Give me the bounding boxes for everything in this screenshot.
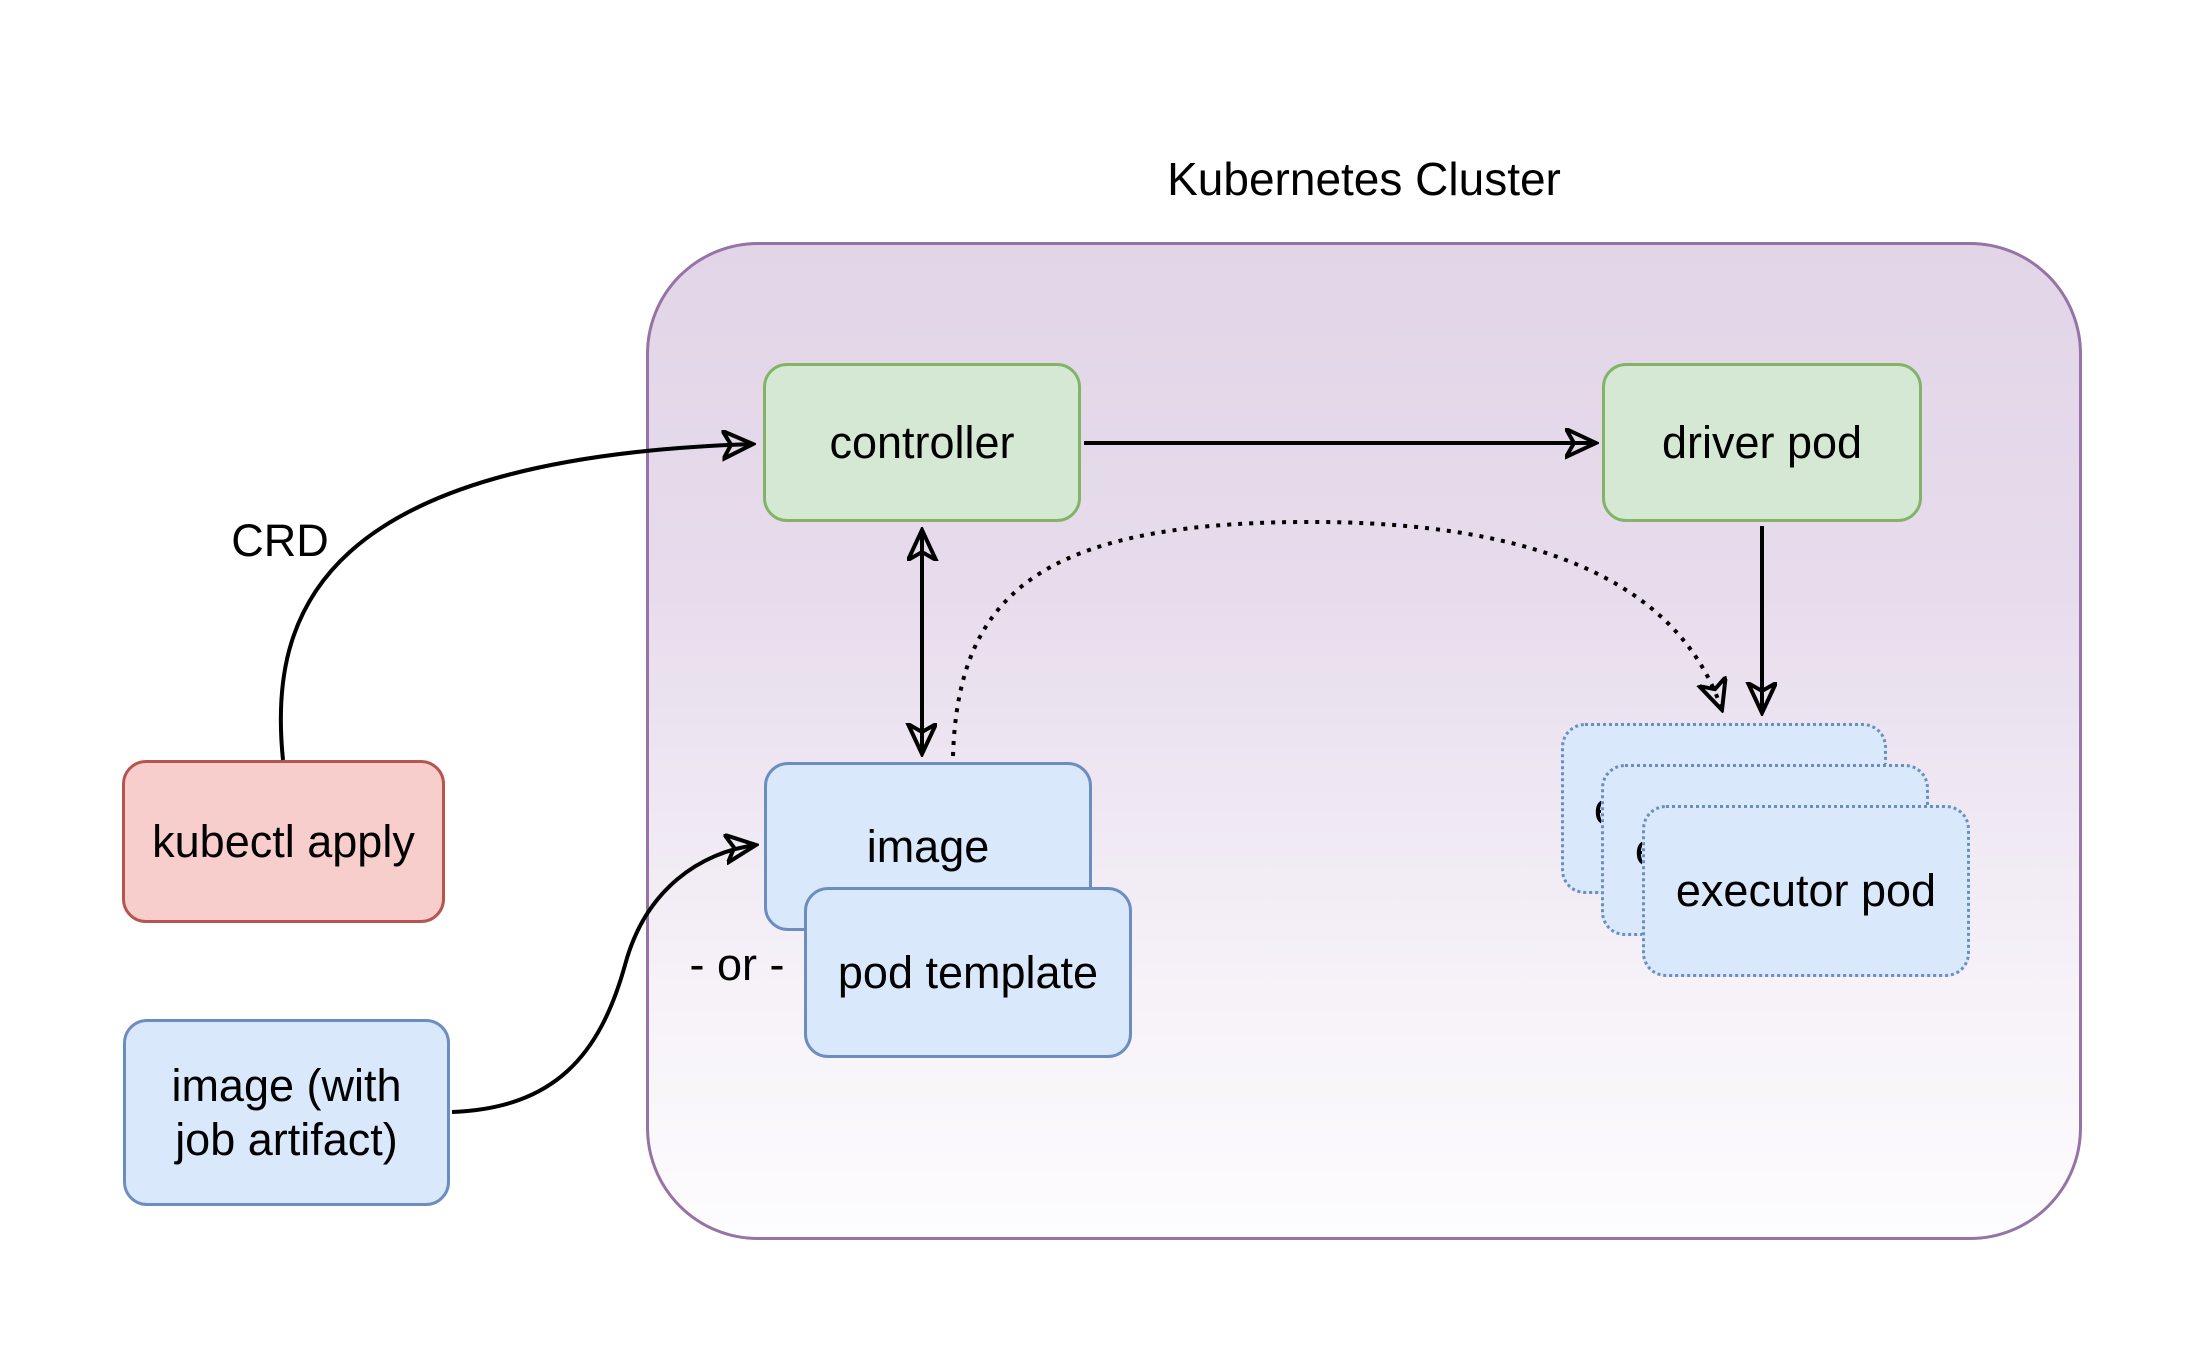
pod-template-node: pod template bbox=[804, 887, 1132, 1058]
controller-node: controller bbox=[763, 363, 1081, 522]
crd-label: CRD bbox=[231, 515, 329, 566]
image-with-job-artifact-node: image (with job artifact) bbox=[123, 1019, 450, 1206]
executor-pod-node-front: executor pod bbox=[1642, 805, 1970, 977]
cluster-title: Kubernetes Cluster bbox=[1167, 153, 1561, 205]
kubectl-apply-node: kubectl apply bbox=[122, 760, 445, 923]
driver-pod-node: driver pod bbox=[1602, 363, 1922, 522]
